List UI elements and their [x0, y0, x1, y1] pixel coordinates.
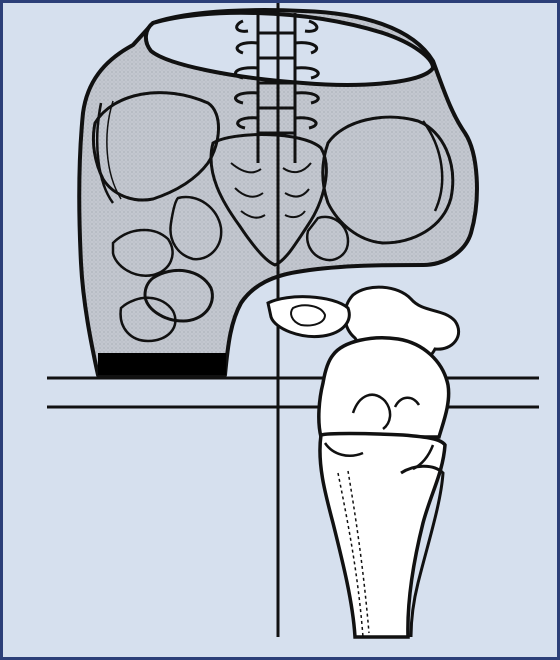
tibia	[320, 434, 445, 638]
seat-block	[98, 353, 226, 375]
anatomical-diagram	[3, 3, 557, 657]
tibia-illustration	[320, 434, 445, 638]
knee-illustration	[268, 287, 459, 437]
femoral-condyle	[319, 338, 449, 437]
